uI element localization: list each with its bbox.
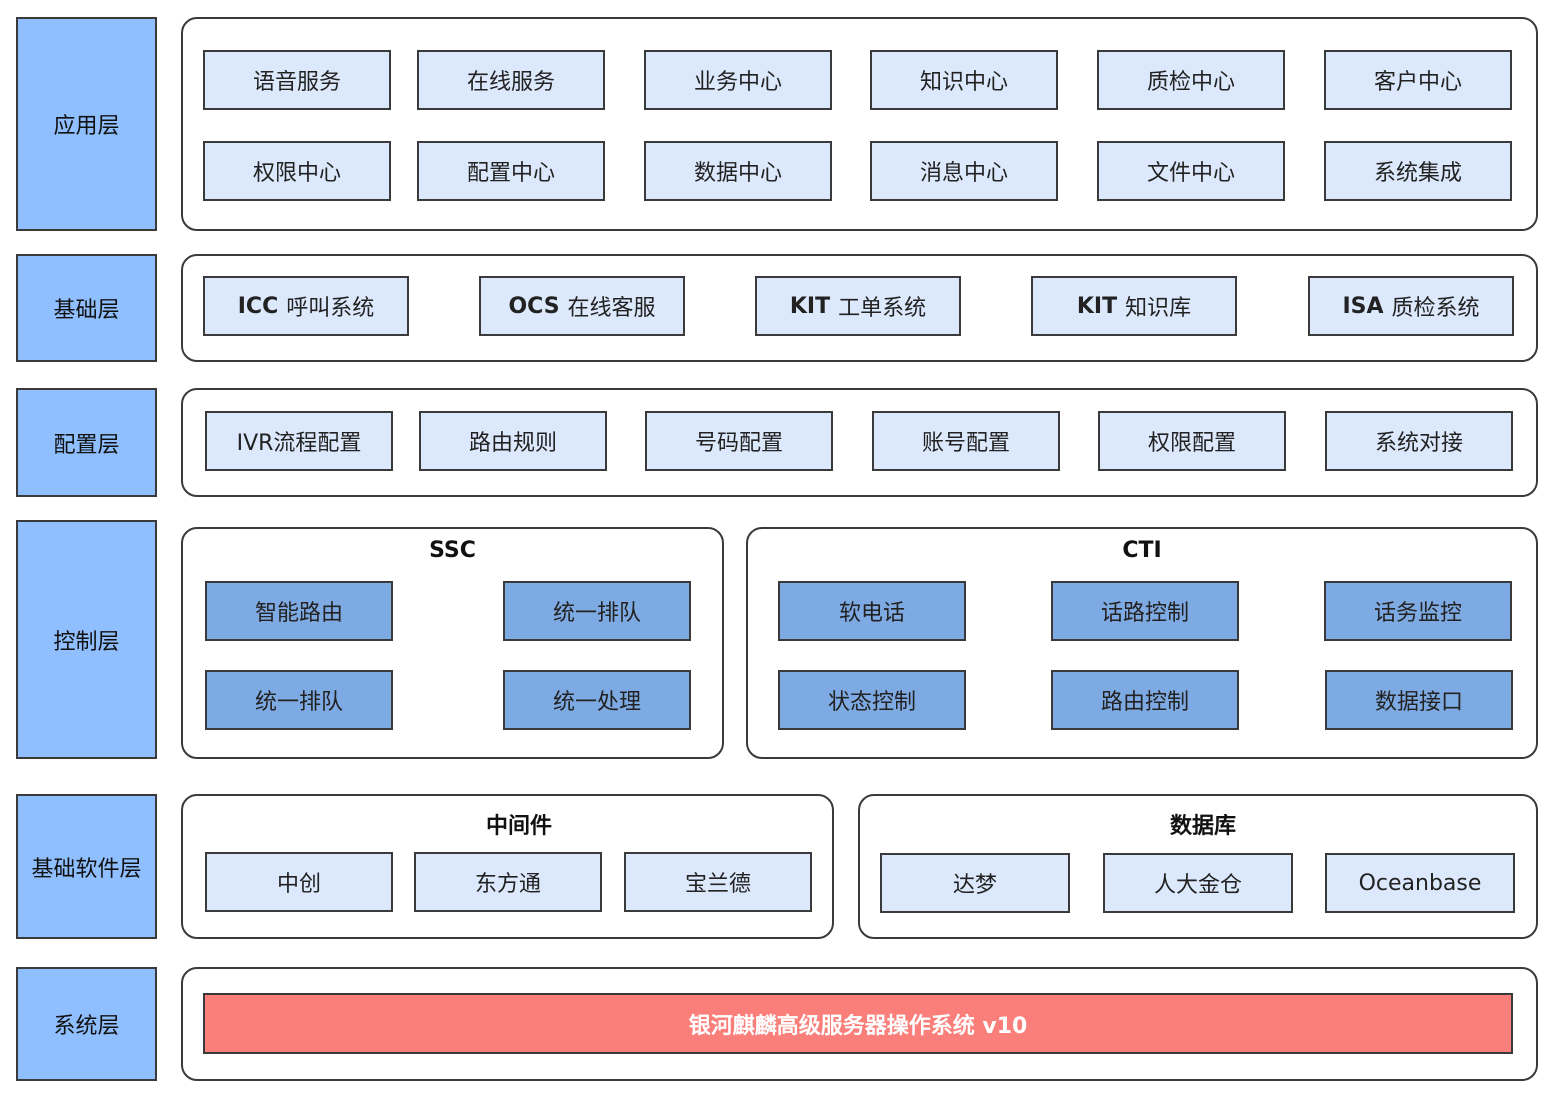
database-item: 人大金仓 <box>1103 853 1293 913</box>
base-item: KIT 工单系统 <box>755 276 961 336</box>
base-item-code: KIT <box>789 293 831 319</box>
app-item: 质检中心 <box>1097 50 1285 110</box>
config-item: 账号配置 <box>872 411 1060 471</box>
base-item-code: OCS <box>508 293 560 319</box>
base-item-code: ISA <box>1342 293 1384 319</box>
cti-item: 软电话 <box>778 581 966 641</box>
database-title: 数据库 <box>1169 814 1236 839</box>
config-item: 号码配置 <box>645 411 833 471</box>
base-item: OCS 在线客服 <box>479 276 685 336</box>
base-item-label: 工单系统 <box>838 296 927 321</box>
layer-label-system: 系统层 <box>16 967 157 1081</box>
app-item: 权限中心 <box>203 141 391 201</box>
config-item: 权限配置 <box>1098 411 1286 471</box>
database-item: 达梦 <box>880 853 1070 913</box>
base-item-label: 质检系统 <box>1391 296 1480 321</box>
app-item: 客户中心 <box>1324 50 1512 110</box>
middleware-item: 中创 <box>205 852 393 912</box>
os-bar: 银河麒麟高级服务器操作系统 v10 <box>203 993 1513 1054</box>
layer-label-control: 控制层 <box>16 520 157 759</box>
layer-label-config: 配置层 <box>16 388 157 497</box>
app-item: 消息中心 <box>870 141 1058 201</box>
app-item: 系统集成 <box>1324 141 1512 201</box>
app-item: 业务中心 <box>644 50 832 110</box>
ssc-item: 统一排队 <box>205 670 393 730</box>
app-item: 数据中心 <box>644 141 832 201</box>
base-item-code: KIT <box>1076 293 1118 319</box>
cti-item: 话务监控 <box>1324 581 1512 641</box>
database-item: Oceanbase <box>1325 853 1515 913</box>
cti-item: 数据接口 <box>1325 670 1513 730</box>
app-layer-panel <box>181 17 1538 231</box>
app-item: 语音服务 <box>203 50 391 110</box>
ssc-item: 统一处理 <box>503 670 691 730</box>
ssc-item: 智能路由 <box>205 581 393 641</box>
base-item-label: 呼叫系统 <box>286 296 375 321</box>
base-item: KIT 知识库 <box>1031 276 1237 336</box>
app-item: 文件中心 <box>1097 141 1285 201</box>
ssc-title: SSC <box>429 538 476 563</box>
cti-item: 状态控制 <box>778 670 966 730</box>
app-item: 在线服务 <box>417 50 605 110</box>
base-item-label: 在线客服 <box>567 296 656 321</box>
middleware-item: 宝兰德 <box>624 852 812 912</box>
config-item: 路由规则 <box>419 411 607 471</box>
middleware-title: 中间件 <box>485 814 552 839</box>
layer-label-app: 应用层 <box>16 17 157 231</box>
app-item: 配置中心 <box>417 141 605 201</box>
layer-label-base-software: 基础软件层 <box>16 794 157 939</box>
ssc-item: 统一排队 <box>503 581 691 641</box>
base-item-code: ICC <box>237 293 279 319</box>
cti-item: 路由控制 <box>1051 670 1239 730</box>
config-item: 系统对接 <box>1325 411 1513 471</box>
layer-label-base: 基础层 <box>16 254 157 362</box>
config-layer-panel <box>181 388 1538 497</box>
base-item: ICC 呼叫系统 <box>203 276 409 336</box>
cti-title: CTI <box>1122 538 1162 563</box>
cti-item: 话路控制 <box>1051 581 1239 641</box>
base-item-label: 知识库 <box>1125 296 1192 321</box>
middleware-item: 东方通 <box>414 852 602 912</box>
base-item: ISA 质检系统 <box>1308 276 1514 336</box>
config-item: IVR流程配置 <box>205 411 393 471</box>
app-item: 知识中心 <box>870 50 1058 110</box>
